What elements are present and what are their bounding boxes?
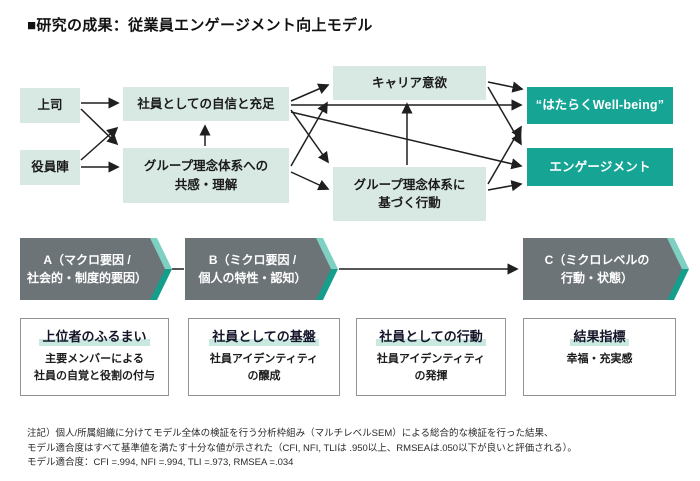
band-micro-line1: B（ミクロ要因 / [208, 253, 297, 267]
node-career-motivation: キャリア意欲 [333, 66, 486, 100]
card-superior-behavior: 上位者のふるまい 主要メンバーによる 社員の自覚と役割の付与 [20, 318, 169, 396]
node-supervisor: 上司 [20, 88, 80, 123]
node-philosophy-empathy-line2: 共感・理解 [174, 177, 238, 192]
band-macro-factors: A（マクロ要因 / 社会的・制度的要因） [20, 238, 172, 300]
footnote-line1: 注記）個人/所属組織に分けてモデル全体の検証を行う分析枠組み（マルチレベルSEM… [27, 428, 554, 439]
node-philosophy-behavior-line2: 基づく行動 [378, 196, 441, 210]
band-micro-chevron-body [185, 238, 331, 300]
band-micro-level-label: C（ミクロレベルの 行動・状態） [523, 238, 671, 300]
band-macro-line2: 社会的・制度的要因） [26, 271, 147, 285]
card-superior-behavior-heading: 上位者のふるまい [39, 328, 150, 346]
footnote-line2: モデル適合度はすべて基準値を満たす十分な値が示された（CFI, NFI, TLI… [27, 442, 577, 454]
card-outcome-indicators-body1: 幸福・充実感 [566, 353, 633, 365]
node-executives-label: 役員陣 [31, 160, 69, 175]
card-employee-foundation: 社員としての基盤 社員アイデンティティ の醸成 [188, 318, 340, 396]
band-micro-level-line1: C（ミクロレベルの [544, 253, 650, 267]
card-employee-foundation-body: 社員アイデンティティ の醸成 [189, 351, 339, 385]
node-philosophy-behavior-label: グループ理念体系に 基づく行動 [354, 176, 466, 212]
band-micro-level-line2: 行動・状態） [560, 271, 633, 285]
card-superior-behavior-body: 主要メンバーによる 社員の自覚と役割の付与 [21, 351, 168, 385]
node-engagement: エンゲージメント [527, 148, 673, 186]
card-employee-action-body2: の発揮 [414, 370, 448, 383]
node-philosophy-empathy-label: グループ理念体系への 共感・理解 [144, 157, 268, 193]
node-philosophy-empathy-line1: グループ理念体系への [143, 159, 269, 174]
card-employee-foundation-body1: 社員アイデンティティ [209, 353, 319, 365]
card-employee-foundation-body2: の醸成 [247, 370, 281, 383]
node-engagement-label: エンゲージメント [549, 159, 651, 174]
node-employee-confidence: 社員としての自信と充足 [123, 87, 289, 121]
node-philosophy-empathy: グループ理念体系への 共感・理解 [123, 148, 289, 203]
card-outcome-indicators-heading: 結果指標 [570, 328, 629, 346]
node-wellbeing: “はたらくWell-being” [527, 87, 673, 124]
footnote-line3: モデル適合度：CFI =.994, NFI =.994, TLI =.973, … [27, 457, 294, 469]
page-title: ■研究の成果：従業員エンゲージメント向上モデル [27, 17, 373, 34]
card-employee-foundation-heading: 社員としての基盤 [209, 328, 319, 346]
band-micro-factors: B（ミクロ要因 / 個人の特性・認知） [185, 238, 338, 300]
band-macro-line1: A（マクロ要因 / [43, 253, 131, 267]
node-supervisor-label: 上司 [37, 98, 63, 113]
node-executives: 役員陣 [20, 150, 80, 185]
card-employee-action-body1: 社員アイデンティティ [376, 353, 486, 365]
band-macro-label: A（マクロ要因 / 社会的・制度的要因） [20, 238, 154, 300]
node-philosophy-behavior: グループ理念体系に 基づく行動 [333, 167, 486, 221]
card-outcome-indicators-body: 幸福・充実感 [524, 351, 675, 368]
card-employee-action-heading: 社員としての行動 [376, 328, 486, 346]
card-outcome-indicators: 結果指標 幸福・充実感 [523, 318, 676, 396]
band-micro-line2: 個人の特性・認知） [198, 271, 307, 285]
band-macro-chevron-body [20, 238, 165, 300]
band-micro-level: C（ミクロレベルの 行動・状態） [523, 238, 689, 300]
node-career-motivation-label: キャリア意欲 [371, 75, 447, 90]
card-employee-action-body: 社員アイデンティティ の発揮 [357, 351, 505, 385]
card-employee-action: 社員としての行動 社員アイデンティティ の発揮 [356, 318, 506, 396]
band-micro-label: B（ミクロ要因 / 個人の特性・認知） [185, 238, 320, 300]
band-micro-level-chevron-body [523, 238, 682, 300]
node-employee-confidence-label: 社員としての自信と充足 [137, 96, 275, 111]
card-superior-behavior-body1: 主要メンバーによる [45, 353, 144, 365]
footnote: 注記）個人/所属組織に分けてモデル全体の検証を行う分析枠組み（マルチレベルSEM… [27, 427, 577, 471]
node-wellbeing-label: “はたらくWell-being” [535, 98, 665, 113]
card-superior-behavior-body2: 社員の自覚と役割の付与 [34, 370, 155, 383]
node-philosophy-behavior-line1: グループ理念体系に [353, 177, 466, 192]
